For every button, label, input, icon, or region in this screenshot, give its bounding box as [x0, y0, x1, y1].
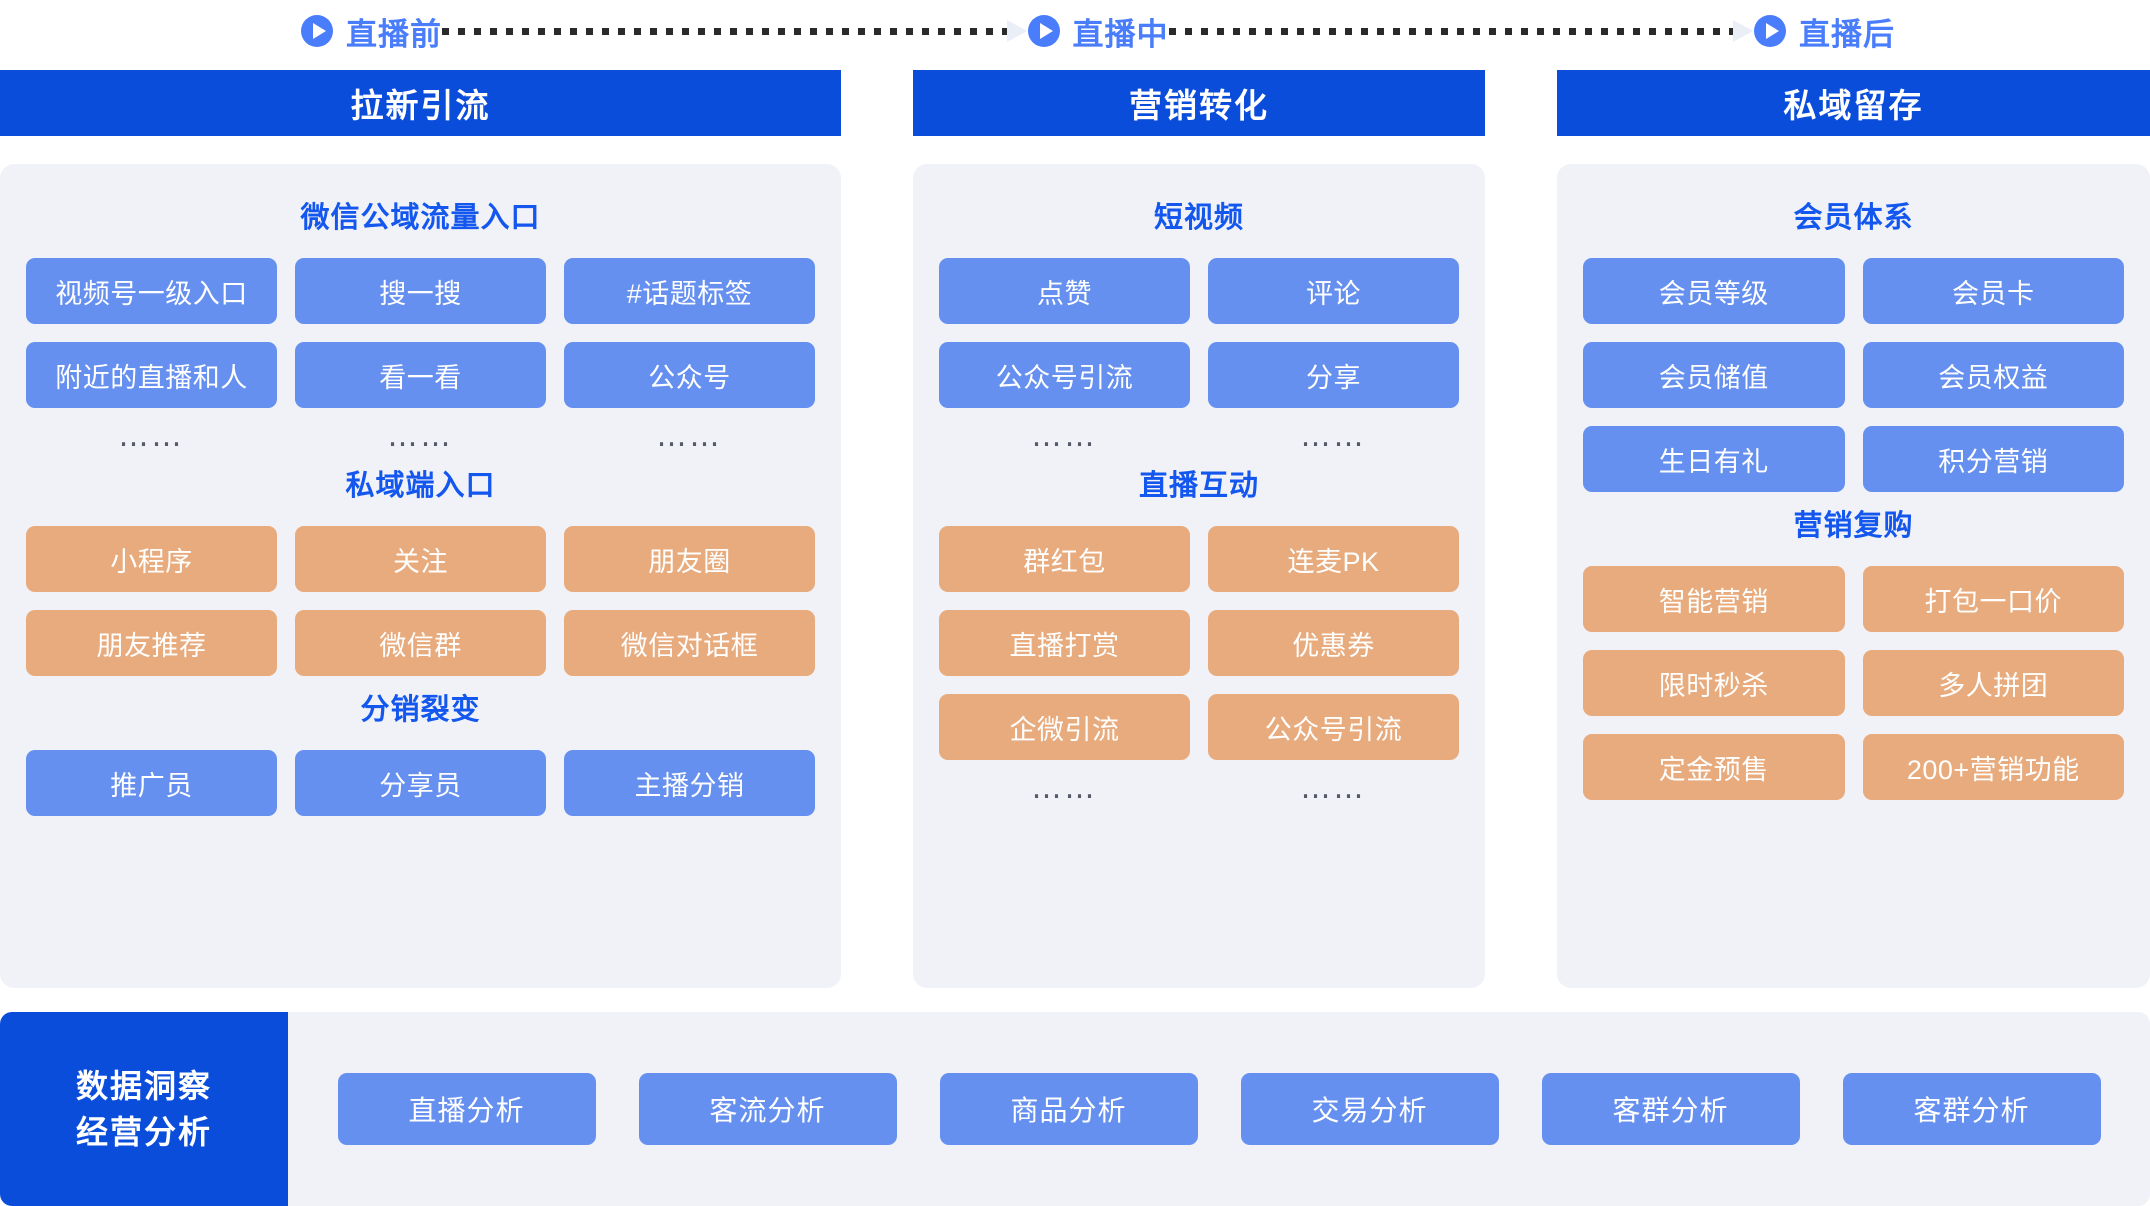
- chip-item[interactable]: 群红包: [939, 526, 1190, 592]
- column-body-private-retention: 会员体系 会员等级 会员卡 会员储值 会员权益 生日有礼 积分营销 营销复购 智…: [1557, 164, 2150, 988]
- chip-grid-private-entry: 小程序 关注 朋友圈 朋友推荐 微信群 微信对话框: [26, 526, 815, 676]
- chip-grid-live-interaction: 群红包 连麦PK 直播打赏 优惠券 企微引流 公众号引流: [939, 526, 1459, 760]
- chip-item[interactable]: 限时秒杀: [1583, 650, 1845, 716]
- phase-item-during[interactable]: 直播中: [1027, 9, 1169, 54]
- ellipsis-row-wechat-public-entry: …… …… ……: [26, 422, 815, 452]
- chip-item[interactable]: 会员储值: [1583, 342, 1845, 408]
- chip-item[interactable]: 多人拼团: [1862, 650, 2124, 716]
- chip-grid-marketing-repurchase: 智能营销 打包一口价 限时秒杀 多人拼团 定金预售 200+营销功能: [1583, 566, 2124, 800]
- chip-item[interactable]: 公众号引流: [939, 342, 1190, 408]
- section-title-short-video: 短视频: [1153, 202, 1244, 234]
- analysis-chip-strip: 直播分析 客流分析 商品分析 交易分析 客群分析 客群分析: [288, 1012, 2150, 1206]
- analysis-chip-item[interactable]: 交易分析: [1240, 1073, 1499, 1145]
- funnel-columns: 拉新引流 微信公域流量入口 视频号一级入口 搜一搜 #话题标签 附近的直播和人 …: [0, 70, 2150, 988]
- chip-item[interactable]: 会员权益: [1862, 342, 2124, 408]
- ellipsis-dots: ……: [656, 419, 723, 454]
- chip-item[interactable]: 公众号引流: [1208, 694, 1459, 760]
- column-acquisition: 拉新引流 微信公域流量入口 视频号一级入口 搜一搜 #话题标签 附近的直播和人 …: [0, 70, 841, 988]
- arrow-head-icon-2: [1733, 20, 1753, 42]
- ellipsis-dots: ……: [1300, 771, 1367, 806]
- chip-item[interactable]: #话题标签: [564, 258, 815, 324]
- phase-item-before[interactable]: 直播前: [300, 9, 442, 54]
- data-insight-badge-line1: 数据洞察: [75, 1067, 212, 1104]
- chip-item[interactable]: 附近的直播和人: [26, 342, 277, 408]
- chip-item[interactable]: 视频号一级入口: [26, 258, 277, 324]
- chip-item[interactable]: 会员卡: [1862, 258, 2124, 324]
- chip-item[interactable]: 积分营销: [1862, 426, 2124, 492]
- chip-grid-wechat-public-entry: 视频号一级入口 搜一搜 #话题标签 附近的直播和人 看一看 公众号: [26, 258, 815, 408]
- chip-item[interactable]: 评论: [1208, 258, 1459, 324]
- chip-item[interactable]: 优惠券: [1208, 610, 1459, 676]
- chip-item[interactable]: 企微引流: [939, 694, 1190, 760]
- chip-item[interactable]: 分享员: [295, 750, 546, 816]
- phase-item-after[interactable]: 直播后: [1753, 9, 1895, 54]
- phase-label-before: 直播前: [346, 16, 442, 52]
- analysis-chip-item[interactable]: 直播分析: [337, 1073, 596, 1145]
- column-header-acquisition: 拉新引流: [0, 70, 841, 136]
- column-header-marketing-conversion: 营销转化: [913, 70, 1485, 136]
- column-header-private-retention: 私域留存: [1557, 70, 2150, 136]
- dotted-line-1: [442, 27, 1007, 35]
- section-title-marketing-repurchase: 营销复购: [1793, 510, 1914, 542]
- chip-item[interactable]: 打包一口价: [1862, 566, 2124, 632]
- phase-arrow-2: [1168, 20, 1753, 42]
- ellipsis-dots: ……: [1031, 419, 1098, 454]
- chip-item[interactable]: 连麦PK: [1208, 526, 1459, 592]
- chip-item[interactable]: 朋友圈: [564, 526, 815, 592]
- analysis-chip-item[interactable]: 客群分析: [1541, 1073, 1800, 1145]
- ellipsis-dots: ……: [387, 419, 454, 454]
- data-insight-badge-line2: 经营分析: [75, 1114, 212, 1150]
- column-private-retention: 私域留存 会员体系 会员等级 会员卡 会员储值 会员权益 生日有礼 积分营销 营…: [1557, 70, 2150, 988]
- chip-item[interactable]: 搜一搜: [295, 258, 546, 324]
- chip-item[interactable]: 会员等级: [1583, 258, 1845, 324]
- chip-item[interactable]: 微信群: [295, 610, 546, 676]
- chip-item[interactable]: 直播打赏: [939, 610, 1190, 676]
- section-title-wechat-public-entry: 微信公域流量入口: [300, 202, 541, 234]
- phase-timeline: 直播前 直播中 直播后: [0, 0, 2150, 62]
- section-title-private-entry: 私域端入口: [345, 470, 496, 502]
- section-title-distribution-fission: 分销裂变: [360, 694, 481, 726]
- chip-item[interactable]: 200+营销功能: [1862, 734, 2124, 800]
- analysis-chip-item[interactable]: 客流分析: [638, 1073, 897, 1145]
- ellipsis-dots: ……: [118, 419, 185, 454]
- chip-item[interactable]: 公众号: [564, 342, 815, 408]
- chip-item[interactable]: 朋友推荐: [26, 610, 277, 676]
- column-body-acquisition: 微信公域流量入口 视频号一级入口 搜一搜 #话题标签 附近的直播和人 看一看 公…: [0, 164, 841, 988]
- chip-item[interactable]: 微信对话框: [564, 610, 815, 676]
- play-circle-icon: [301, 15, 333, 47]
- chip-item[interactable]: 看一看: [295, 342, 546, 408]
- chip-item[interactable]: 分享: [1208, 342, 1459, 408]
- chip-item[interactable]: 点赞: [939, 258, 1190, 324]
- column-marketing-conversion: 营销转化 短视频 点赞 评论 公众号引流 分享 …… …… 直播互动 群红包 连…: [913, 70, 1485, 988]
- play-circle-icon: [1754, 15, 1786, 47]
- section-title-live-interaction: 直播互动: [1138, 470, 1259, 502]
- ellipsis-row-live-interaction: …… ……: [939, 774, 1459, 804]
- chip-grid-short-video: 点赞 评论 公众号引流 分享: [939, 258, 1459, 408]
- chip-grid-member-system: 会员等级 会员卡 会员储值 会员权益 生日有礼 积分营销: [1583, 258, 2124, 492]
- dotted-line-2: [1168, 27, 1733, 35]
- analysis-chip-item[interactable]: 商品分析: [939, 1073, 1198, 1145]
- chip-item[interactable]: 关注: [295, 526, 546, 592]
- section-title-member-system: 会员体系: [1793, 202, 1914, 234]
- chip-item[interactable]: 推广员: [26, 750, 277, 816]
- play-circle-icon: [1027, 15, 1060, 47]
- phase-label-during: 直播中: [1072, 16, 1169, 52]
- chip-item[interactable]: 智能营销: [1583, 566, 1845, 632]
- chip-grid-distribution-fission: 推广员 分享员 主播分销: [26, 750, 815, 816]
- phase-label-after: 直播后: [1799, 16, 1895, 52]
- chip-item[interactable]: 主播分销: [564, 750, 815, 816]
- chip-item[interactable]: 小程序: [26, 526, 277, 592]
- ellipsis-dots: ……: [1031, 771, 1098, 806]
- analysis-chip-item[interactable]: 客群分析: [1842, 1073, 2101, 1145]
- ellipsis-row-short-video: …… ……: [939, 422, 1459, 452]
- arrow-head-icon-1: [1006, 20, 1027, 42]
- column-body-marketing-conversion: 短视频 点赞 评论 公众号引流 分享 …… …… 直播互动 群红包 连麦PK 直…: [913, 164, 1485, 988]
- data-insight-bar: 数据洞察 经营分析 直播分析 客流分析 商品分析 交易分析 客群分析 客群分析: [0, 1012, 2150, 1206]
- ellipsis-dots: ……: [1300, 419, 1367, 454]
- chip-item[interactable]: 生日有礼: [1583, 426, 1845, 492]
- chip-item[interactable]: 定金预售: [1583, 734, 1845, 800]
- data-insight-badge: 数据洞察 经营分析: [0, 1012, 288, 1206]
- phase-arrow-1: [442, 20, 1027, 42]
